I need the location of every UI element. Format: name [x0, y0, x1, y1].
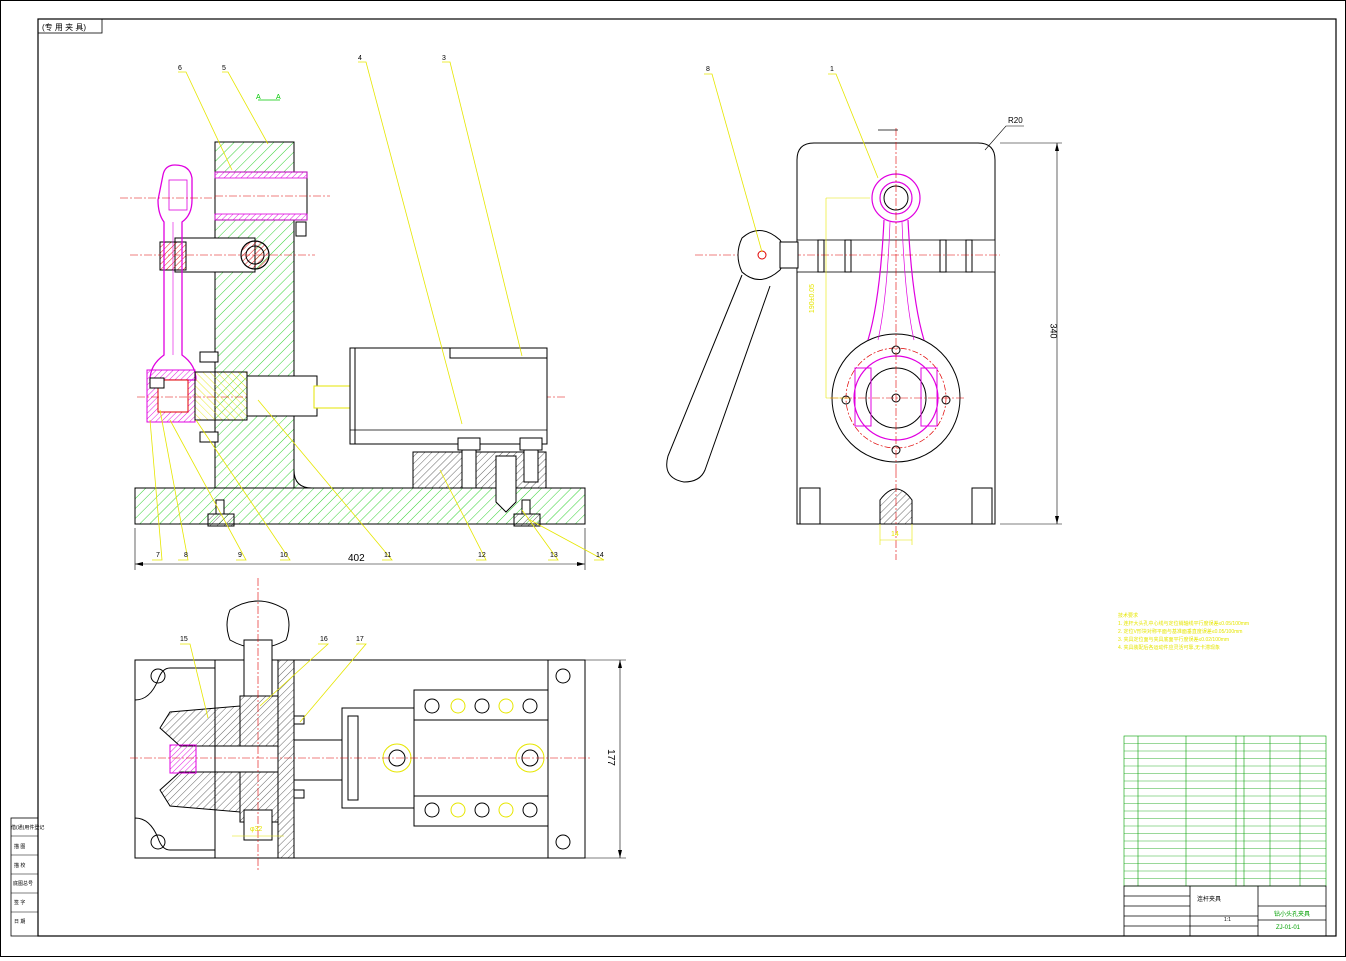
- strip-label-4: 底图总号: [13, 881, 34, 887]
- balloon-10: 10: [280, 552, 288, 559]
- title-drawing-number: ZJ-01-01: [1276, 925, 1301, 931]
- balloon-17: 17: [356, 636, 364, 643]
- tech-note-4: 4. 夹具装配后各运动件应灵活可靠,无卡滞现象: [1118, 645, 1220, 651]
- plan-view: [130, 578, 626, 870]
- strip-label-2: 描 图: [14, 844, 26, 850]
- tech-note-2: 2. 定位V形块对称平面与基准面垂直度误差≤0.05/100mm: [1118, 629, 1243, 635]
- tech-notes: 技术要求 1. 连杆大头孔中心线与定位销轴线平行度误差≤0.05/100mm 2…: [1118, 612, 1249, 652]
- front-view: [120, 99, 586, 570]
- title-block-bottom: [1123, 885, 1327, 937]
- balloon-14: 14: [596, 552, 604, 559]
- title-scale: 1:1: [1224, 917, 1231, 923]
- balloon-7: 7: [156, 552, 160, 559]
- strip-label-1: 借(通)用件登记: [11, 825, 45, 831]
- title-block-rows: [1124, 743, 1326, 879]
- balloon-11: 11: [384, 552, 392, 559]
- dim-pin-dia: φ32: [250, 826, 263, 833]
- dim-radius: R20: [1008, 116, 1023, 125]
- strip-label-5: 签 字: [14, 900, 26, 906]
- section-mark-left: A: [256, 94, 261, 101]
- balloon-13: 13: [550, 552, 558, 559]
- balloon-3: 3: [442, 55, 446, 62]
- balloon-9: 9: [238, 552, 242, 559]
- tech-note-3: 3. 夹具定位面与夹具底面平行度误差≤0.02/100mm: [1118, 637, 1230, 643]
- section-mark-right: A: [276, 94, 281, 101]
- tech-note-1: 1. 连杆大头孔中心线与定位销轴线平行度误差≤0.05/100mm: [1118, 621, 1250, 627]
- title-drawing-name: 连杆夹具: [1197, 897, 1222, 903]
- strip-label-3: 描 校: [14, 863, 26, 869]
- balloon-15: 15: [180, 636, 188, 643]
- dim-overall-height: 340: [1048, 323, 1059, 339]
- dim-slot-width: 14: [891, 531, 899, 538]
- balloon-4: 4: [358, 55, 362, 62]
- balloon-5: 5: [222, 65, 226, 72]
- dim-base-length: 402: [348, 553, 365, 564]
- dim-plan-width: 177: [604, 749, 616, 766]
- side-leaders: [704, 73, 879, 253]
- title-part-name: 钻小头孔夹具: [1274, 912, 1311, 918]
- plan-leaders: [180, 643, 367, 723]
- side-view: [666, 125, 1062, 560]
- balloon-12: 12: [478, 552, 486, 559]
- left-strip: [10, 817, 39, 937]
- title-box: [37, 18, 103, 34]
- balloon-side-1: 1: [830, 66, 834, 73]
- dim-rod-center: 190±0.05: [809, 283, 817, 314]
- balloon-8: 8: [184, 552, 188, 559]
- strip-label-6: 日 期: [14, 919, 26, 925]
- balloon-6: 6: [178, 65, 182, 72]
- front-leaders: [149, 61, 605, 561]
- balloon-side-8: 8: [706, 66, 710, 73]
- drawing-type-label: (专 用 夹 具): [42, 23, 86, 32]
- balloon-16: 16: [320, 636, 328, 643]
- inner-border: [37, 18, 1337, 937]
- tech-notes-title: 技术要求: [1118, 613, 1139, 619]
